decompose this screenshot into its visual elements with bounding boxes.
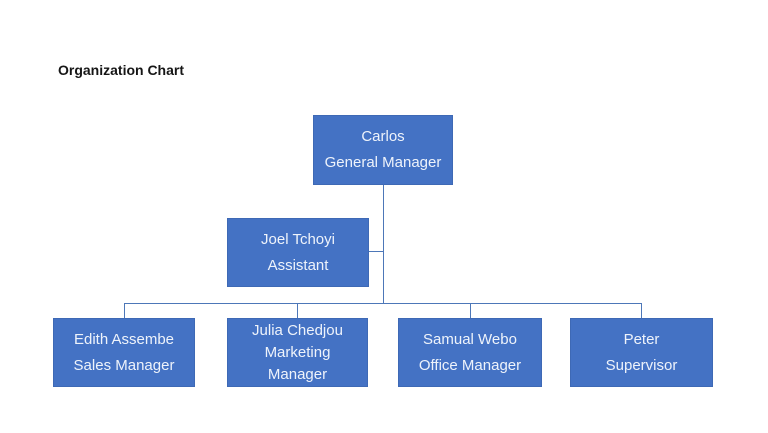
org-node-general-manager[interactable]: Carlos General Manager [313,115,453,185]
connector-subordinates-horizontal [124,303,642,304]
connector-stub-supervisor [641,303,642,318]
node-name: Julia Chedjou [252,321,343,339]
node-role: Supervisor [605,356,678,374]
node-role: Office Manager [418,356,522,374]
node-role: General Manager [324,154,442,171]
connector-stub-sales-manager [124,303,125,318]
node-name: Joel Tchoyi [261,230,335,248]
node-role: Marketing Manager [264,343,331,383]
org-node-assistant[interactable]: Joel Tchoyi Assistant [227,218,369,287]
chart-title: Organization Chart [58,62,185,78]
connector-stub-marketing-manager [297,303,298,318]
node-name: Peter [623,330,660,348]
connector-root-vertical [383,185,384,303]
org-node-office-manager[interactable]: Samual Webo Office Manager [398,318,542,387]
connector-assistant-horizontal [369,251,383,252]
connector-stub-office-manager [470,303,471,318]
node-role: Assistant [267,256,329,274]
org-node-sales-manager[interactable]: Edith Assembe Sales Manager [53,318,195,387]
node-name: Samual Webo [423,330,517,348]
node-name: Edith Assembe [73,330,175,348]
org-node-supervisor[interactable]: Peter Supervisor [570,318,713,387]
org-node-marketing-manager[interactable]: Julia Chedjou Marketing Manager [227,318,368,387]
node-name: Carlos [361,128,405,145]
node-role: Sales Manager [73,356,175,374]
